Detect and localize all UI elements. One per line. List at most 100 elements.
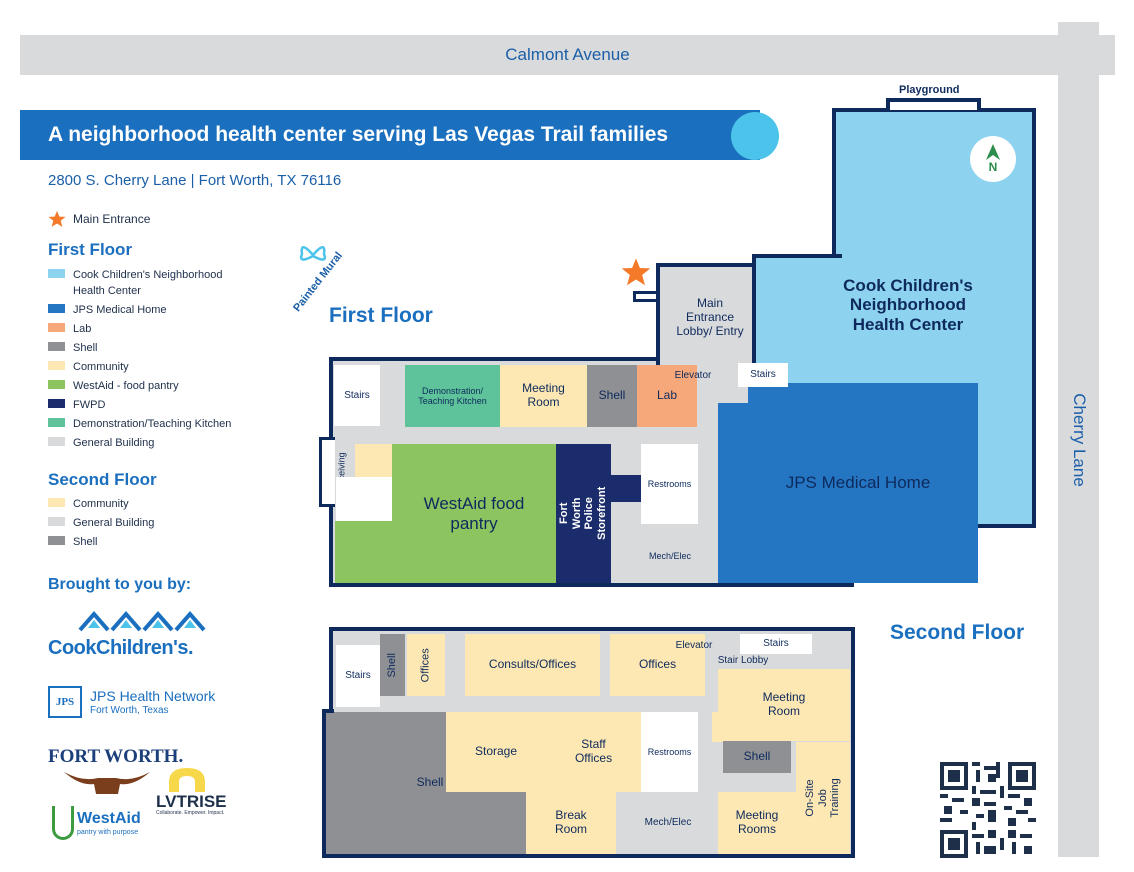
legend-main-entrance: Main Entrance xyxy=(48,210,150,228)
sponsors-heading: Brought to you by: xyxy=(48,576,192,593)
legend-first-item: Lab xyxy=(48,321,91,337)
room-storage: Storage xyxy=(446,712,546,792)
room-restrooms-second: Restrooms xyxy=(641,712,698,792)
lvtrise-logo-icon xyxy=(169,768,205,792)
cherry-lane-street: Cherry Lane xyxy=(1058,22,1099,857)
room-shell-second-mid: Shell xyxy=(723,741,791,773)
room-on-site-job-training: On-Site Job Training xyxy=(796,742,850,854)
legend-first-item: Community xyxy=(48,359,129,375)
legend-first-item: Shell xyxy=(48,340,97,356)
legend-first-item: WestAid - food pantry xyxy=(48,378,179,394)
room-meeting-room-second: Meeting Room xyxy=(718,669,850,741)
room-main-entrance-lobby: Main Entrance Lobby/ Entry xyxy=(676,296,744,338)
legend-first-item: FWPD xyxy=(48,397,105,413)
legend-second-swatch xyxy=(48,498,65,507)
title-circle-decoration xyxy=(731,112,779,160)
compass-north-label: N xyxy=(988,160,998,174)
legend-first-floor-heading: First Floor xyxy=(48,240,133,259)
receiving-white-area xyxy=(336,477,396,521)
legend-second-item: Community xyxy=(48,496,129,512)
cook-childrens-logo-text: CookChildren's. xyxy=(48,637,194,659)
legend-first-item: Cook Children's Neighborhood Health Cent… xyxy=(48,267,233,299)
north-arrow-icon xyxy=(986,144,1000,160)
legend-first-swatch xyxy=(48,361,65,370)
legend-first-label: WestAid - food pantry xyxy=(73,380,179,392)
room-shell-first: Shell xyxy=(587,365,637,427)
westaid-lower-extension xyxy=(335,521,395,583)
lvtrise-logo-tagline: Collaborate. Empower. Impact. xyxy=(156,810,225,816)
address: 2800 S. Cherry Lane | Fort Worth, TX 761… xyxy=(48,172,342,189)
cherry-lane-label: Cherry Lane xyxy=(1069,392,1089,487)
westaid-logo-icon xyxy=(52,806,74,840)
qr-code-icon[interactable] xyxy=(940,762,1036,858)
legend-first-swatch xyxy=(48,342,65,351)
room-westaid-food-pantry: WestAid food pantry xyxy=(392,444,556,583)
room-lab: Lab xyxy=(637,365,697,427)
second-floor-label: Second Floor xyxy=(890,621,1025,644)
cook-childrens-logo-icon xyxy=(78,610,206,632)
butterfly-icon xyxy=(299,246,327,261)
legend-first-label: Lab xyxy=(73,323,92,335)
room-offices-second: Offices xyxy=(610,634,705,696)
room-meeting-rooms: Meeting Rooms xyxy=(718,792,796,854)
legend-first-label: Demonstration/Teaching Kitchen xyxy=(73,418,232,430)
legend-first-item: General Building xyxy=(48,435,154,451)
legend-first-swatch xyxy=(48,418,65,427)
room-cook-childrens: Cook Children's Neighborhood Health Cent… xyxy=(843,275,973,334)
legend-second-label: Community xyxy=(73,498,129,510)
star-icon xyxy=(48,210,66,227)
legend-first-label: Shell xyxy=(73,342,98,354)
room-stairs-second-left: Stairs xyxy=(336,645,380,707)
room-meeting-room-first: Meeting Room xyxy=(500,365,587,427)
calmont-avenue-label: Calmont Avenue xyxy=(505,45,630,64)
legend-second-item: Shell xyxy=(48,534,97,550)
police-storefront-ext xyxy=(608,475,641,502)
room-offices-second-vertical: Offices xyxy=(407,634,445,696)
jps-logo-name: JPS Health Network xyxy=(90,688,216,704)
room-restrooms-first: Restrooms xyxy=(641,444,698,524)
room-break-room: Break Room xyxy=(526,792,616,854)
legend-first-swatch xyxy=(48,399,65,408)
jps-logo-sub: Fort Worth, Texas xyxy=(90,705,169,716)
legend-first-swatch xyxy=(48,304,65,313)
legend-first-label: FWPD xyxy=(73,399,106,411)
legend-second-item: General Building xyxy=(48,515,154,531)
room-mech-elec-first: Mech/Elec xyxy=(648,550,692,561)
room-demonstration-kitchen: Demonstration/ Teaching Kitchen xyxy=(405,365,500,427)
meeting-room-second-bump xyxy=(712,712,732,742)
fort-worth-logo-text: FORT WORTH. xyxy=(48,746,184,767)
jps-logo-icon: JPS xyxy=(48,686,82,718)
room-stairs-second-right: Stairs xyxy=(740,634,812,654)
legend-first-label: JPS Medical Home xyxy=(73,304,167,316)
westaid-logo-text: WestAid xyxy=(77,810,141,827)
legend-second-label: Shell xyxy=(73,536,98,548)
legend-first-swatch xyxy=(48,269,65,278)
legend-first-swatch xyxy=(48,380,65,389)
legend-second-swatch xyxy=(48,517,65,526)
compass-north-icon: N xyxy=(970,136,1016,182)
room-elevator-first: Elevator xyxy=(674,370,712,382)
legend-first-swatch xyxy=(48,437,65,446)
room-stairs-first-left: Stairs xyxy=(334,365,380,426)
room-elevator-second: Elevator xyxy=(675,640,713,652)
legend-second-swatch xyxy=(48,536,65,545)
second-floor-west-step xyxy=(322,709,334,858)
room-shell-second-small: Shell xyxy=(380,634,405,696)
legend-first-item: JPS Medical Home xyxy=(48,302,167,318)
legend-first-label: Cook Children's Neighborhood Health Cent… xyxy=(73,269,223,297)
room-mech-elec-second: Mech/Elec xyxy=(644,817,692,829)
playground-notch xyxy=(886,98,981,110)
lvtrise-logo-text: LVTRISE xyxy=(156,792,227,811)
legend-second-floor-heading: Second Floor xyxy=(48,470,157,489)
room-jps-medical-home: JPS Medical Home xyxy=(718,383,978,583)
room-stair-lobby: Stair Lobby xyxy=(717,655,769,667)
legend-second-label: General Building xyxy=(73,517,155,529)
receiving-community-block xyxy=(355,444,392,477)
legend-first-label: Community xyxy=(73,361,129,373)
page-title: A neighborhood health center serving Las… xyxy=(20,110,760,160)
main-entrance-star-icon xyxy=(621,258,651,286)
room-police-storefront: Fort Worth Police Storefront xyxy=(556,444,611,583)
westaid-logo-tagline: pantry with purpose xyxy=(77,829,139,836)
legend-first-swatch xyxy=(48,323,65,332)
room-consults-offices: Consults/Offices xyxy=(465,634,600,696)
